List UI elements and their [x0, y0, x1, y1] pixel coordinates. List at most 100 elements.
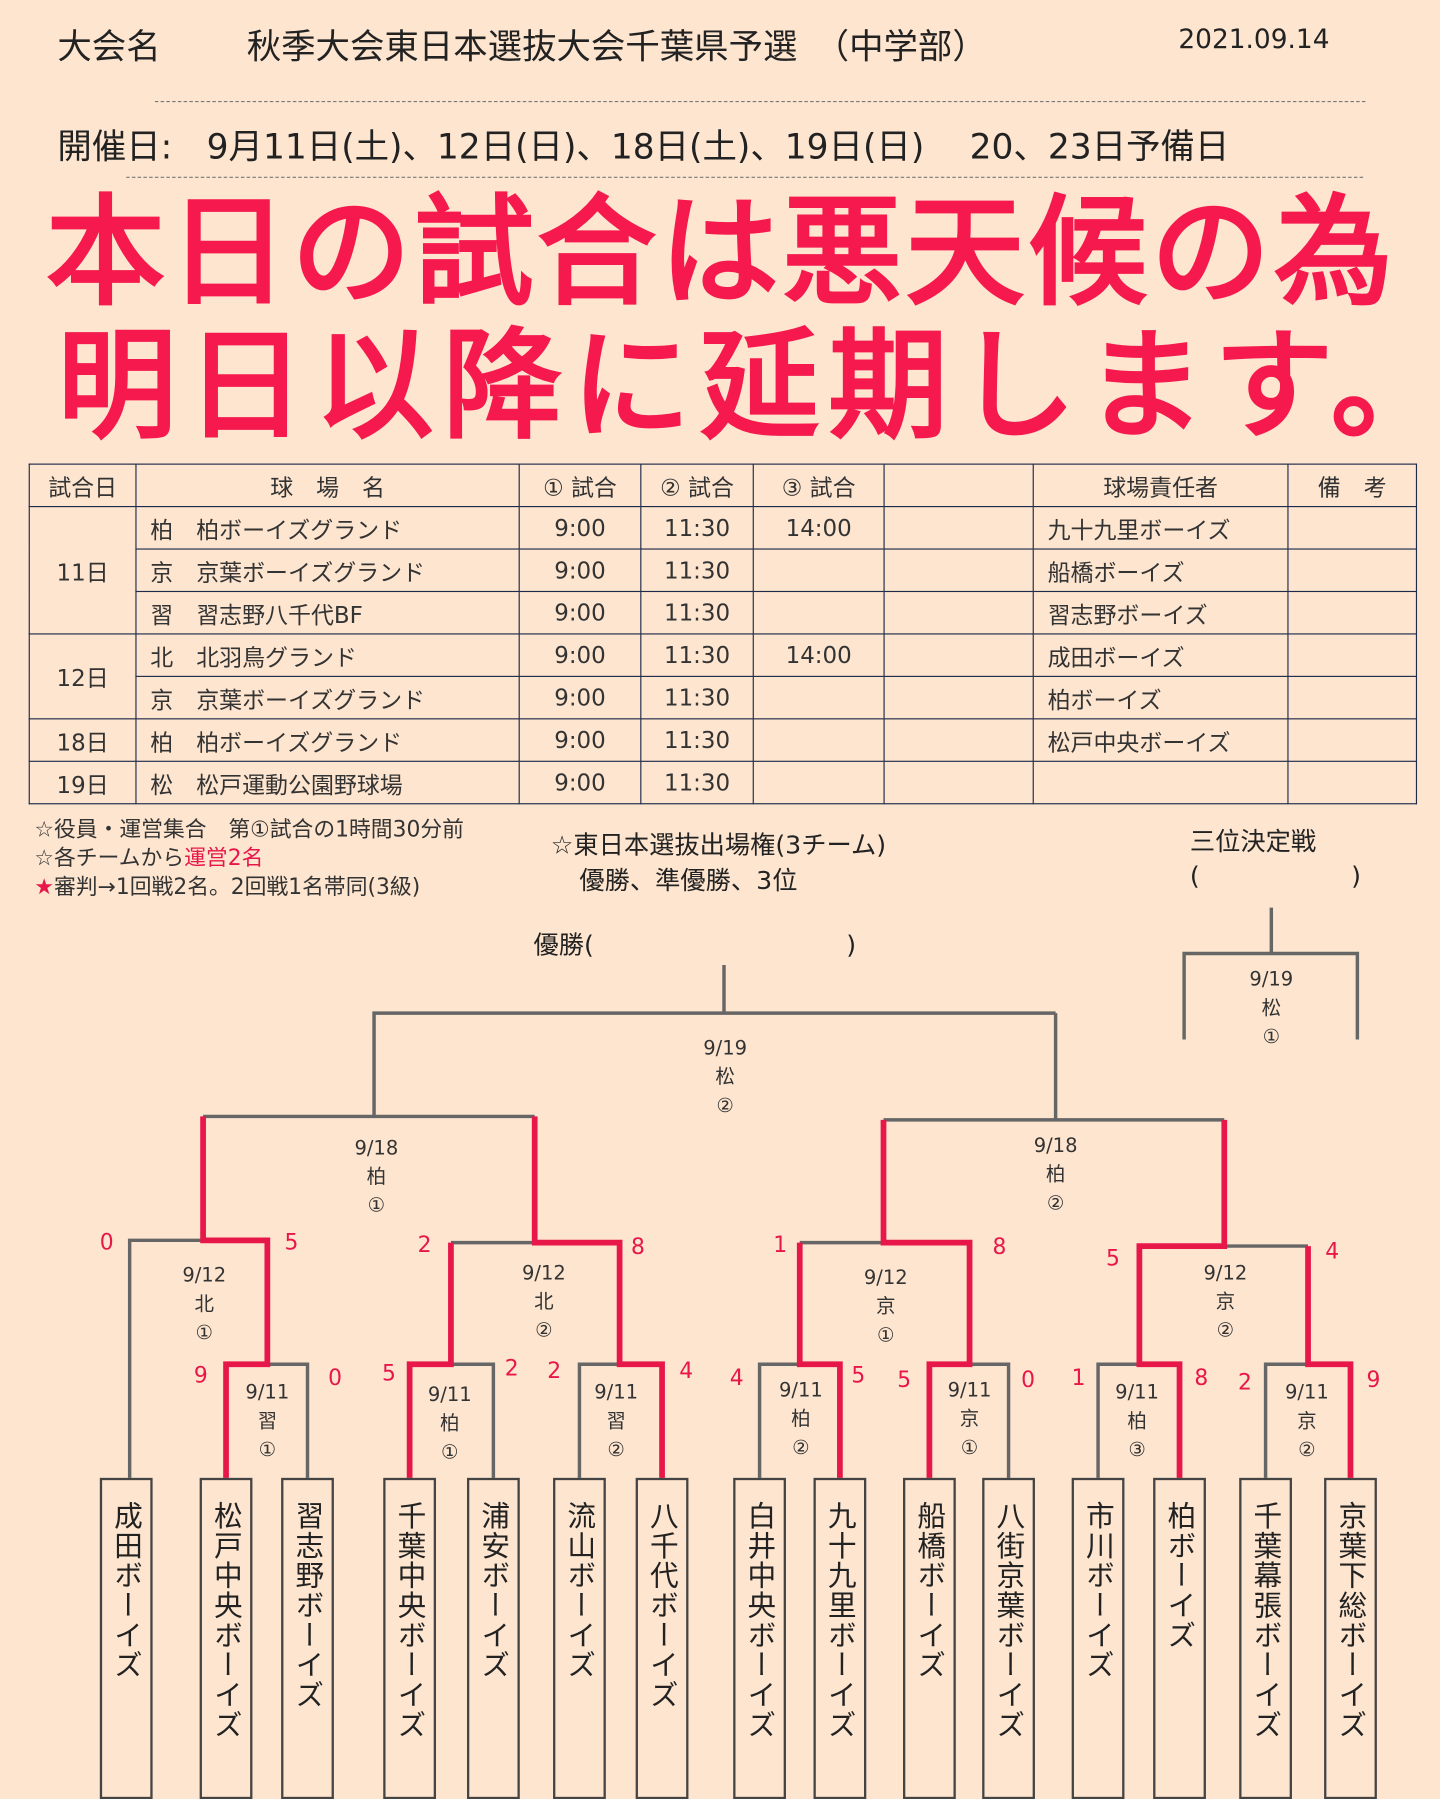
match-venue: 柏	[440, 1412, 460, 1436]
match-date: 9/12	[521, 1262, 566, 1286]
bracket-lines	[127, 907, 1360, 1478]
empty-cell	[883, 548, 1034, 593]
postponement-notice-line2: 明日以降に延期します。	[57, 315, 1440, 456]
match-number: ②	[716, 1094, 734, 1118]
third-place-winner-blank: ( )	[1189, 862, 1362, 892]
bracket-line	[127, 964, 1056, 1478]
team-box: 柏ボーイズ	[1153, 1477, 1206, 1799]
remarks-cell	[1287, 506, 1418, 550]
match-number: ①	[441, 1441, 459, 1465]
score: 0	[1021, 1367, 1036, 1393]
venue-responsible: 習志野ボーイズ	[1032, 590, 1289, 635]
score: 4	[729, 1365, 744, 1391]
match-number: ②	[1298, 1438, 1316, 1462]
header-cell: ① 試合	[518, 463, 642, 508]
champion-blank: 優勝( )	[533, 931, 857, 961]
header-cell: 備 考	[1287, 463, 1418, 508]
match-venue: 京	[1215, 1290, 1236, 1314]
match-number: ②	[792, 1436, 810, 1460]
score: 4	[1325, 1239, 1340, 1265]
venue-responsible: 成田ボーイズ	[1032, 633, 1289, 677]
match-date: 9/12	[1203, 1262, 1248, 1286]
postponement-notice-line1: 本日の試合は悪天候の為	[45, 182, 1397, 323]
match-number: ①	[367, 1194, 386, 1218]
note-staff-text: ☆各チームから	[34, 845, 185, 871]
score: 0	[99, 1230, 114, 1256]
match-venue: 京	[1297, 1410, 1317, 1434]
match-day: 11日	[28, 506, 137, 635]
match-date: 9/12	[863, 1266, 908, 1290]
empty-cell	[883, 675, 1034, 720]
third-place-bracket-line	[1182, 907, 1360, 1040]
team-box: 千葉中央ボーイズ	[383, 1477, 437, 1799]
empty-cell	[883, 633, 1034, 677]
game2-time: 11:30	[640, 633, 754, 677]
match-day: 19日	[28, 760, 137, 805]
schedule-dates: 開催日: 9月11日(土)、12日(日)、18日(土)、19日(日) 20、23…	[57, 127, 1230, 168]
match-date: 9/11	[427, 1383, 472, 1407]
star-icon: ★	[34, 874, 54, 900]
match-date: 9/18	[1033, 1134, 1078, 1158]
venue-responsible	[1032, 760, 1289, 805]
table-row: 京 京葉ボーイズグランド 9:00 11:30 船橋ボーイズ	[29, 548, 1418, 593]
remarks-cell	[1287, 675, 1418, 720]
game2-time: 11:30	[640, 548, 754, 593]
game3-time	[752, 760, 885, 805]
winner-path	[406, 1242, 454, 1478]
venue-name: 松 松戸運動公園野球場	[135, 760, 520, 805]
match-venue: 習	[257, 1410, 278, 1434]
note-umpire-text: 審判→1回戦2名。2回戦1名帯同(3級)	[53, 874, 421, 900]
score: 5	[382, 1360, 396, 1387]
match-venue: 柏	[1045, 1163, 1066, 1187]
score: 8	[631, 1234, 645, 1260]
venue-name: 北 北羽鳥グランド	[135, 633, 520, 677]
venue-responsible: 船橋ボーイズ	[1032, 548, 1289, 593]
score: 0	[328, 1365, 342, 1391]
game1-time: 9:00	[518, 633, 642, 677]
bracket-lines-gray	[127, 907, 1360, 1478]
score: 9	[1366, 1367, 1381, 1393]
remarks-cell	[1287, 548, 1418, 593]
team-box: 成田ボーイズ	[99, 1477, 153, 1799]
match-day: 18日	[28, 718, 137, 762]
match-day: 12日	[28, 633, 137, 720]
match-venue: 京	[876, 1295, 896, 1319]
game1-time: 9:00	[518, 506, 642, 550]
match-number: ①	[195, 1321, 213, 1345]
match-date: 9/12	[182, 1264, 227, 1288]
match-date: 9/11	[594, 1381, 639, 1405]
score: 8	[992, 1234, 1007, 1260]
score: 5	[851, 1363, 866, 1389]
match-venue: 習	[606, 1410, 626, 1434]
game1-time: 9:00	[518, 675, 642, 720]
match-number: ②	[607, 1438, 625, 1462]
match-venue: 柏	[1127, 1410, 1147, 1434]
header-cell: 球 場 名	[135, 463, 520, 508]
match-venue: 松	[715, 1065, 735, 1089]
team-box: 白井中央ボーイズ	[733, 1477, 786, 1799]
score: 2	[504, 1356, 519, 1382]
score: 9	[193, 1363, 208, 1389]
team-box: 流山ボーイズ	[553, 1477, 606, 1799]
team-box: 八千代ボーイズ	[635, 1477, 689, 1799]
bracket-section: ☆役員・運営集合 第①試合の1時間30分前 ☆各チームから運営2名 ★審判→1回…	[0, 110, 1440, 1799]
game2-time: 11:30	[640, 718, 754, 762]
team-box: 九十九里ボーイズ	[813, 1477, 867, 1799]
match-date: 9/19	[1249, 968, 1294, 992]
table-row: 19日松 松戸運動公園野球場 9:00 11:30	[28, 760, 1418, 805]
header-cell: ② 試合	[640, 463, 754, 508]
table-row: 11日柏 柏ボーイズグランド 9:00 11:30 14:00 九十九里ボーイズ	[28, 506, 1418, 635]
game1-time: 9:00	[518, 760, 642, 805]
winner-path	[531, 1116, 665, 1478]
winner-paths	[200, 1116, 1354, 1478]
team-box: 千葉幕張ボーイズ	[1239, 1477, 1292, 1799]
score: 5	[1106, 1246, 1120, 1272]
